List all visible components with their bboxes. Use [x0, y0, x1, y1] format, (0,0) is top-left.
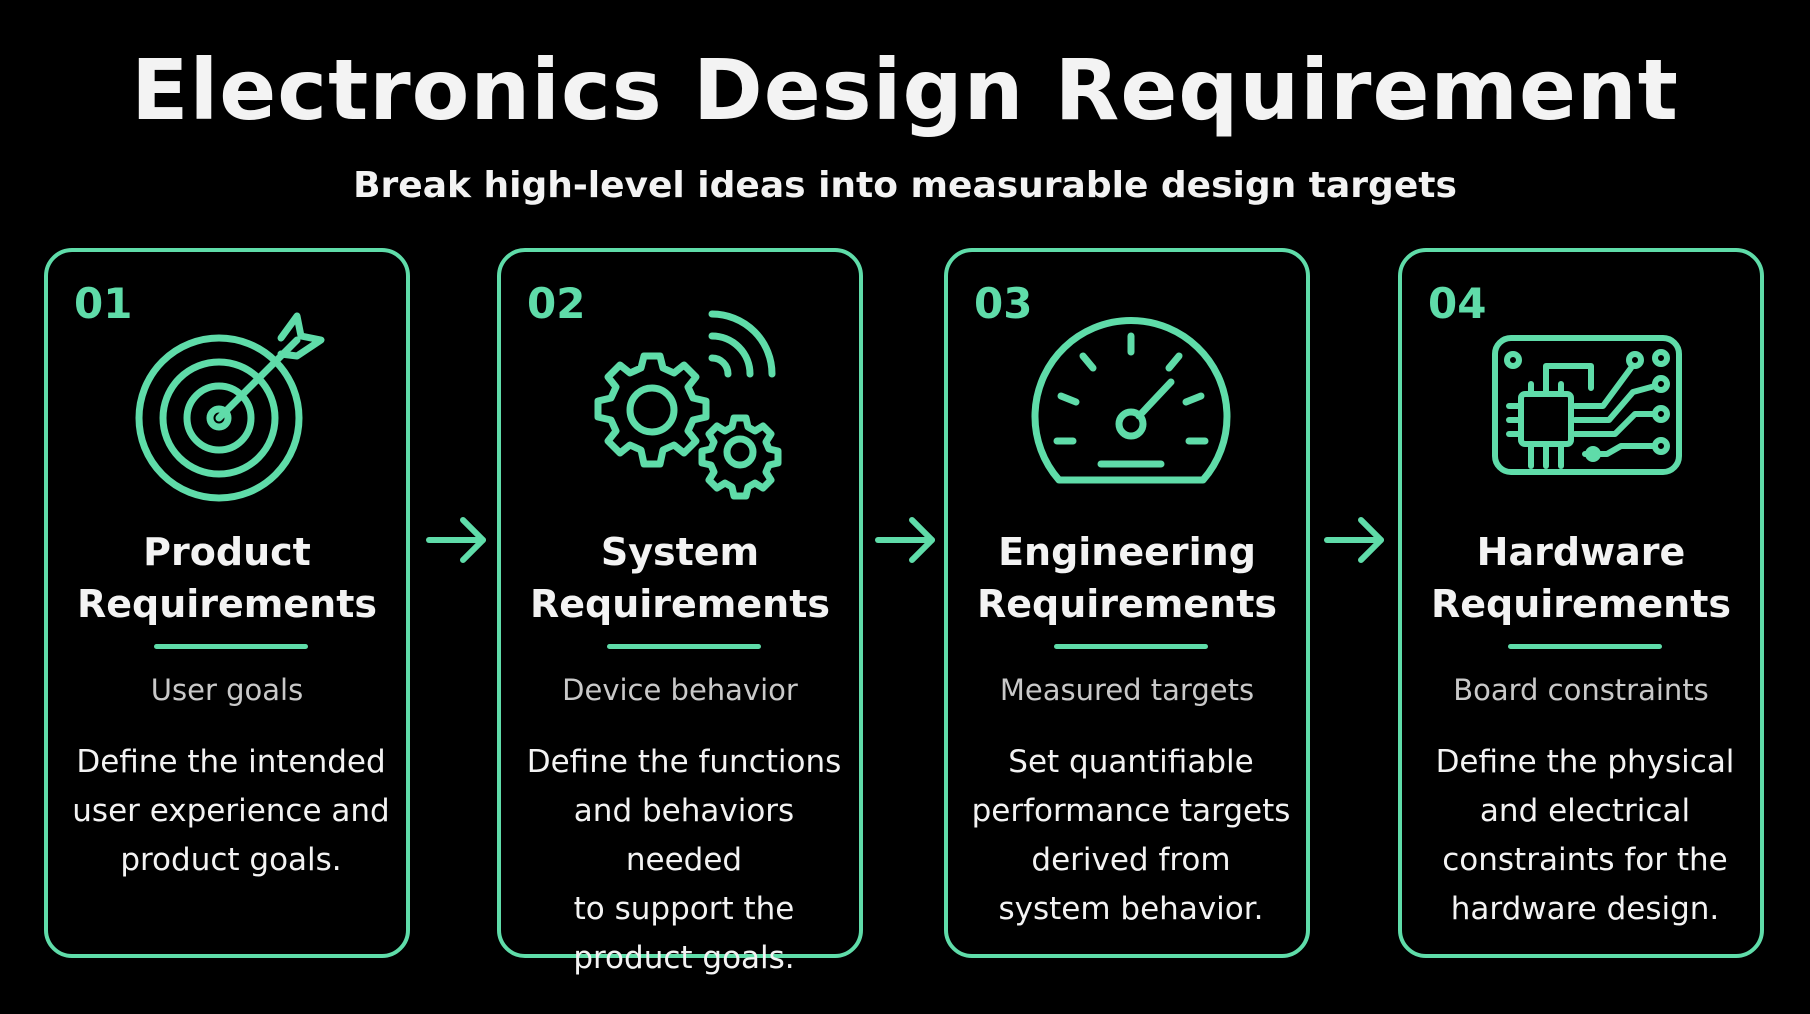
target-icon: [131, 306, 331, 506]
step-number: 04: [1428, 279, 1487, 328]
card-description: Define the functions and behaviors neede…: [526, 744, 842, 976]
card-description: Define the intended user experience and …: [72, 744, 390, 878]
arrow-right-icon: [425, 515, 489, 565]
card-hardware-requirements: 04: [1398, 248, 1764, 958]
gears-wireless-icon: [584, 306, 784, 506]
circuit-board-icon: [1485, 306, 1685, 506]
divider: [607, 644, 761, 649]
divider: [1054, 644, 1208, 649]
card-system-requirements: 02 System Requirements Device behavior D…: [497, 248, 863, 976]
divider: [1508, 644, 1662, 649]
card-title: Engineering Requirements: [976, 530, 1278, 626]
card-tag: Board constraints: [1453, 673, 1709, 707]
card-description: Define the physical and electrical const…: [1435, 744, 1735, 927]
step-number: 02: [527, 279, 586, 328]
card-engineering-requirements: 03 Engineering Requirements: [944, 248, 1310, 958]
arrow-right-icon: [874, 515, 938, 565]
card-title: System Requirements: [529, 530, 831, 626]
step-number: 03: [974, 279, 1033, 328]
card-description: Set quantifiable performance targets der…: [971, 744, 1291, 927]
card-title: Hardware Requirements: [1430, 530, 1732, 626]
card-product-requirements: 01 Product Requirements User goals Defin…: [44, 248, 410, 958]
card-title: Product Requirements: [76, 530, 378, 626]
arrow-right-icon: [1323, 515, 1387, 565]
page-title: Electronics Design Requirement: [131, 41, 1679, 139]
page-subtitle: Break high-level ideas into measurable d…: [353, 165, 1457, 206]
divider: [154, 644, 308, 649]
gauge-icon: [1031, 306, 1231, 506]
card-tag: Measured targets: [999, 673, 1255, 707]
card-tag: Device behavior: [562, 673, 798, 707]
step-number: 01: [74, 279, 133, 328]
card-tag: User goals: [150, 673, 304, 707]
